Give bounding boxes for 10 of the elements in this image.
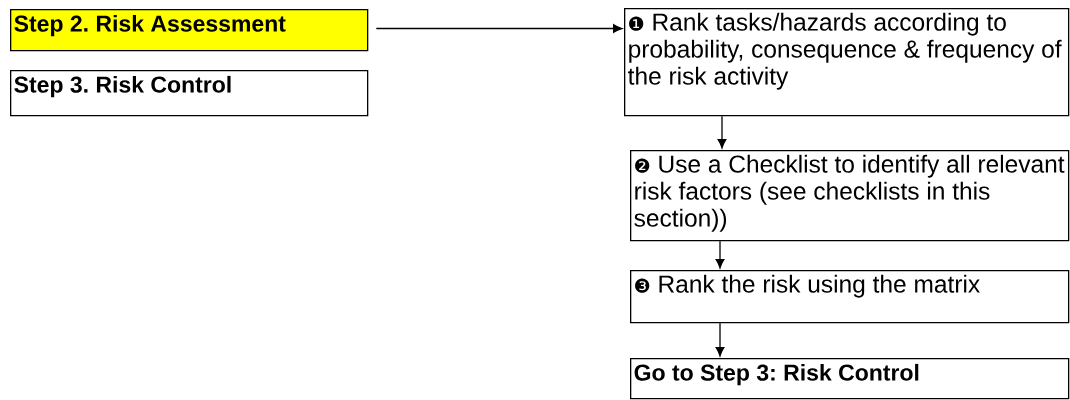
- step-box: Go to Step 3: Risk Control: [630, 358, 1070, 400]
- step-box: Step 2. Risk Assessment: [10, 9, 369, 52]
- step-box: Step 3. Risk Control: [10, 70, 369, 117]
- arrow: [375, 24, 623, 33]
- arrow: [715, 240, 725, 269]
- process-box: ❷ Use a Checklist to identify all relevant risk factors (see checklists in this section)): [630, 150, 1070, 242]
- arrow: [715, 322, 725, 357]
- arrow: [717, 115, 727, 149]
- process-box: ❸ Rank the risk using the matrix: [630, 270, 1070, 324]
- process-box: ❶ Rank tasks/hazards according to probability, consequence & frequency of the risk activity: [624, 8, 1070, 117]
